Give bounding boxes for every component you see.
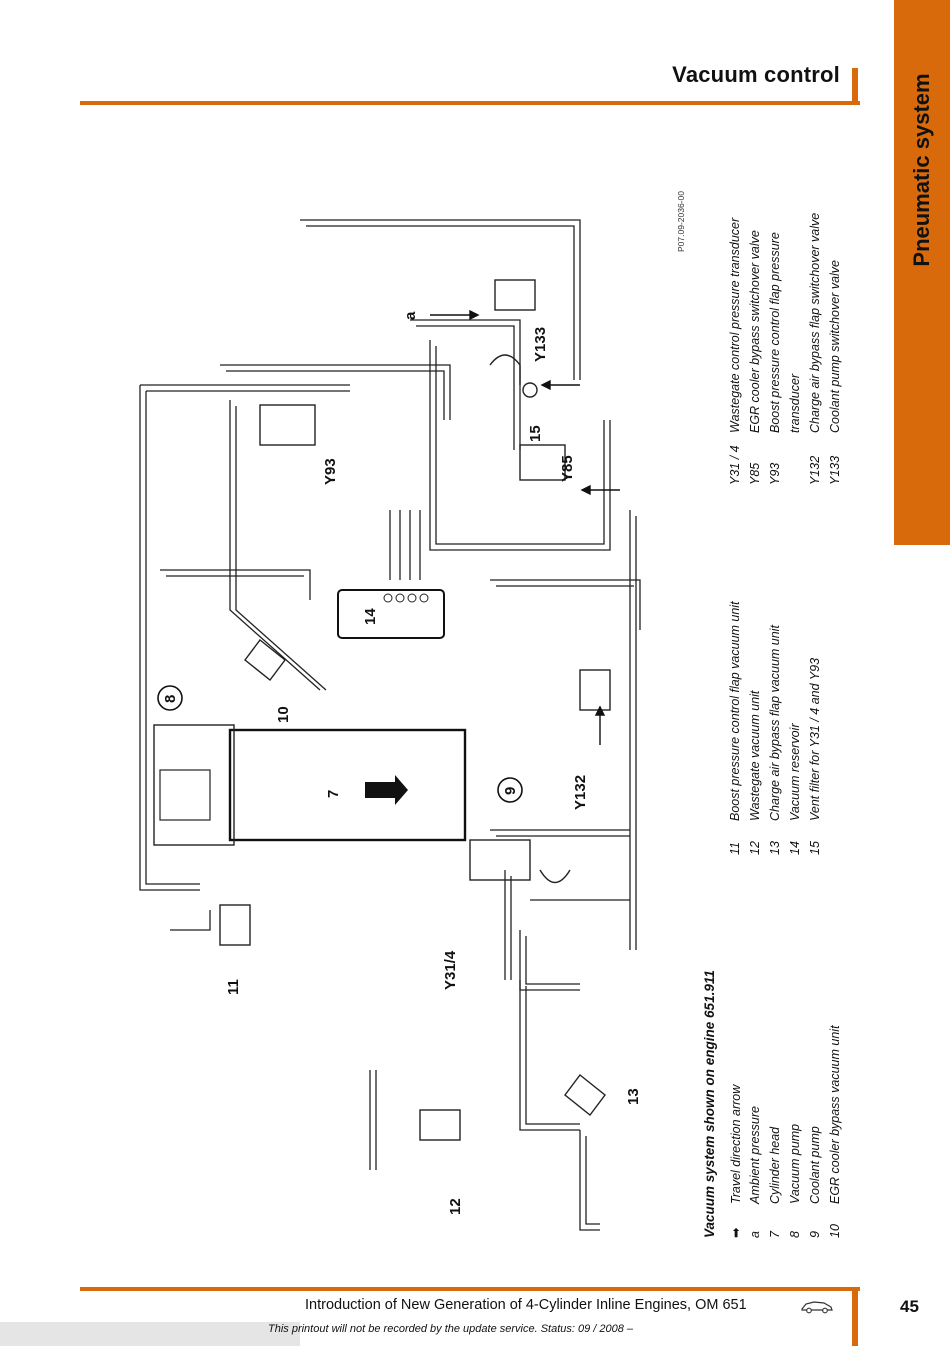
legend-key: 11 (728, 842, 742, 855)
callout-15: 15 (527, 425, 544, 442)
legend-item: 9 Coolant pump (808, 1126, 822, 1238)
callout-14: 14 (362, 608, 379, 625)
legend-text: Vacuum reservoir (788, 723, 802, 822)
cylinder-head (153, 724, 467, 846)
callout-11: 11 (225, 979, 242, 995)
legend-item: Y93 Boost pressure control flap pressure (768, 232, 782, 485)
legend-text: Coolant pump switchover valve (828, 260, 842, 433)
header-rule (80, 101, 860, 105)
legend-item: 10 EGR cooler bypass vacuum unit (828, 1025, 842, 1238)
legend-text: EGR cooler bypass vacuum unit (828, 1025, 842, 1204)
legend-text: Ambient pressure (748, 1106, 762, 1204)
section-tab-label: Pneumatic system (909, 73, 934, 267)
car-icon (801, 1301, 833, 1314)
legend-key: 7 (768, 1231, 782, 1238)
legend-key: 15 (808, 841, 822, 855)
legend-text: Charge air bypass flap switchover valve (808, 212, 822, 433)
callout-y31: Y31/4 (442, 950, 459, 990)
legend-text: Vacuum pump (788, 1123, 802, 1204)
footer-rule (80, 1287, 860, 1291)
legend-key: 13 (768, 841, 782, 855)
legend-key: Y31 / 4 (728, 445, 742, 485)
legend-title: Vacuum system shown on engine 651.911 (702, 970, 717, 1238)
legend-item: Y85 EGR cooler bypass switchover valve (748, 230, 762, 485)
legend-item: 13 Charge air bypass flap vacuum unit (768, 625, 782, 855)
callout-9: 9 (502, 787, 519, 795)
legend-key: 12 (748, 841, 762, 855)
legend-item: transducer (788, 374, 802, 485)
y132-valve (579, 669, 611, 711)
callout-y85: Y85 (559, 455, 576, 482)
legend-text: Travel direction arrow (729, 1084, 743, 1204)
legend-text: Wastegate vacuum unit (748, 690, 762, 821)
legend-item: ➡ Travel direction arrow (728, 1085, 743, 1238)
footer-title: Introduction of New Generation of 4-Cyli… (305, 1297, 747, 1313)
egr-vacuum-unit (244, 639, 286, 681)
boost-flap-vacuum-unit (219, 904, 251, 946)
legend-item: 12 Wastegate vacuum unit (748, 691, 762, 855)
page-number: 45 (900, 1297, 919, 1316)
legend-item: Y31 / 4 Wastegate control pressure transd… (728, 218, 742, 485)
callout-y133: Y133 (532, 327, 549, 362)
callout-7: 7 (325, 790, 342, 798)
vent-filter (522, 382, 538, 398)
charge-air-vacuum-unit (564, 1074, 606, 1116)
callout-10: 10 (275, 706, 292, 723)
legend-text: Vent filter for Y31 / 4 and Y93 (808, 657, 822, 821)
legend-item: 14 Vacuum reservoir (788, 724, 802, 856)
legend-text: Wastegate control pressure transducer (728, 217, 742, 433)
legend-item: 8 Vacuum pump (788, 1124, 802, 1238)
diagram-code: P07.09-2036-00 (676, 191, 686, 252)
legend-key: 10 (828, 1224, 842, 1238)
legend-item: 11 Boost pressure control flap vacuum uni… (728, 601, 742, 855)
legend-item: 15 Vent filter for Y31 / 4 and Y93 (808, 658, 822, 855)
legend-key: Y85 (748, 462, 762, 485)
legend-text: EGR cooler bypass switchover valve (748, 230, 762, 433)
callout-a: a (402, 311, 419, 320)
legend-item: Y132 Charge air bypass flap switchover va… (808, 213, 822, 485)
vacuum-reservoir (337, 589, 445, 639)
y133-valve (494, 279, 536, 311)
section-tab: Pneumatic system (894, 0, 950, 545)
y93-valve (259, 404, 316, 446)
vacuum-diagram: 7 8 9 10 11 12 13 14 15 Y31/4 Y85 Y93 Y1… (139, 219, 642, 1231)
legend-item: 7 Cylinder head (768, 1127, 782, 1238)
callout-12: 12 (447, 1198, 464, 1215)
header-rule-end (852, 68, 858, 105)
legend-text: Charge air bypass flap vacuum unit (768, 625, 782, 821)
callout-13: 13 (625, 1088, 642, 1105)
legend-text: Boost pressure control flap vacuum unit (728, 601, 742, 821)
legend-key: a (748, 1231, 762, 1238)
travel-arrow-icon (365, 775, 408, 805)
footer-gray-bar (0, 1322, 300, 1346)
legend-text: Boost pressure control flap pressure (768, 232, 782, 433)
legend-key: Y133 (828, 455, 842, 485)
y85-valve (519, 444, 566, 481)
legend-text: transducer (788, 373, 802, 433)
footer-rule-end (852, 1287, 858, 1346)
legend-key: Y132 (808, 455, 822, 485)
legend-text: Cylinder head (768, 1126, 782, 1204)
legend-key: 8 (788, 1231, 802, 1238)
page-title: Vacuum control (672, 62, 840, 87)
legend-text: Coolant pump (808, 1126, 822, 1204)
wastegate-vacuum-unit (419, 1109, 461, 1141)
legend-item: Y133 Coolant pump switchover valve (828, 260, 842, 485)
y31-valve (469, 839, 531, 881)
footer-note: This printout will not be recorded by th… (268, 1323, 634, 1335)
legend-key: ➡ (729, 1227, 743, 1238)
legend-item: a Ambient pressure (748, 1106, 762, 1238)
legend-key: 14 (788, 841, 802, 855)
legend-key: 9 (808, 1231, 822, 1238)
callout-y93: Y93 (322, 458, 339, 485)
legend-key: Y93 (768, 462, 782, 485)
callout-y132: Y132 (572, 775, 589, 810)
callout-8: 8 (162, 695, 179, 703)
